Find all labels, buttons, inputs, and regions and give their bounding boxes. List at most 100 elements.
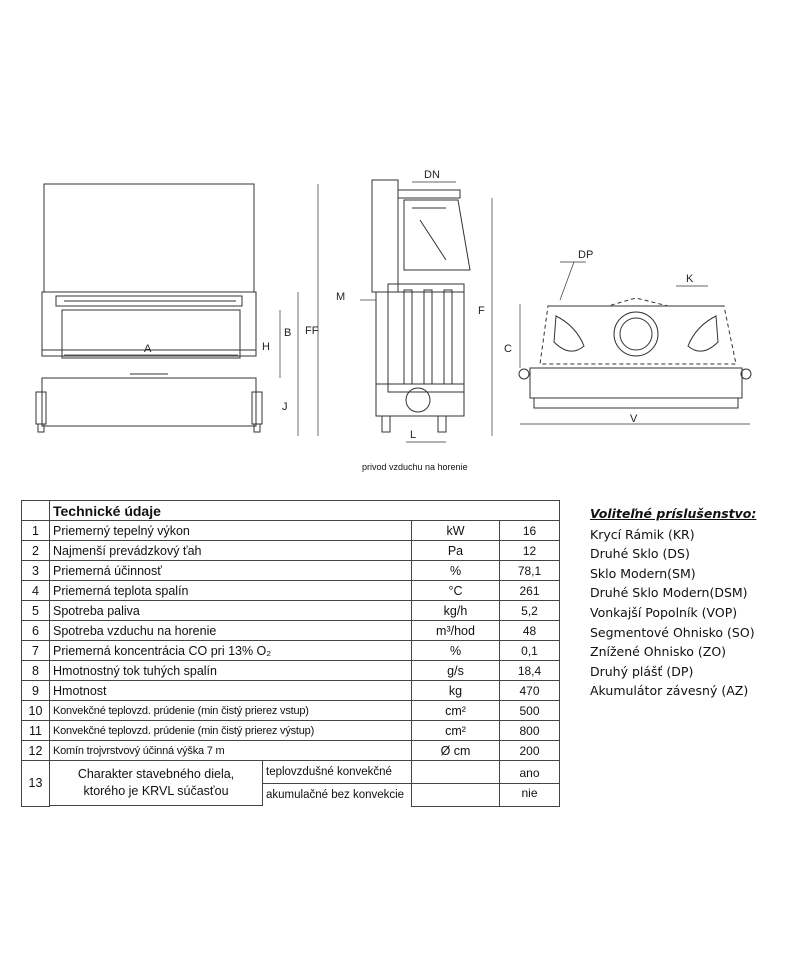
drawing-caption: privod vzduchu na horenie [362,462,468,472]
accessory-item: Vonkajší Popolník (VOP) [590,604,738,620]
row-number: 11 [21,720,50,741]
dim-label-l: L [410,429,416,441]
accessory-item: Akumulátor závesný (AZ) [590,683,749,699]
table-header-row: Technické údaje [21,500,560,521]
row-value: 78,1 [499,560,560,581]
row-unit: Ø cm [411,740,500,761]
row-number: 3 [21,560,50,581]
accessory-item: Druhý plášť (DP) [590,663,694,679]
row-label: Konvekčné teplovzd. prúdenie (min čistý … [49,700,412,721]
row-number: 9 [21,680,50,701]
row-label: Spotreba vzduchu na horenie [49,620,412,641]
row-value: 12 [499,540,560,561]
row-number: 4 [21,580,50,601]
row-value: 261 [499,580,560,601]
value-convection: ano [500,763,559,785]
accessory-item: Znížené Ohnisko (ZO) [590,644,727,660]
row-number: 5 [21,600,50,621]
accessories-title: Voliteľné príslušenstvo: [590,506,757,521]
row-number: 6 [21,620,50,641]
row-unit: % [411,640,500,661]
option-accumulation: akumulačné bez konvekcie [262,782,411,806]
table-row-13: 13 Charakter stavebného diela, ktorého j… [21,760,560,807]
dim-label-v: V [630,413,638,425]
dim-label-h: H [262,341,270,353]
dim-label-k: K [686,273,694,285]
dim-label-dn: DN [424,169,440,181]
technical-drawing: A H B FF J DN M F L DP K C V [35,169,752,443]
row-value: 800 [499,720,560,741]
row-value: 48 [499,620,560,641]
row-label: Najmenší prevádzkový ťah [49,540,412,561]
accessory-item: Sklo Modern(SM) [590,565,696,581]
row-label: Spotreba paliva [49,600,412,621]
row-number: 2 [21,540,50,561]
row-label: Priemerná koncentrácia CO pri 13% O₂ [49,640,412,661]
accessory-item: Krycí Rámik (KR) [590,526,695,542]
row-unit: cm² [411,700,500,721]
row-value: 470 [499,680,560,701]
dim-label-j: J [282,401,288,413]
row-number: 8 [21,660,50,681]
table-title: Technické údaje [49,500,560,521]
top-view [518,261,752,425]
dim-label-ff: FF [305,325,319,337]
row-unit: m³/hod [411,620,500,641]
row-label: Hmotnostný tok tuhých spalín [49,660,412,681]
dim-label-b: B [284,327,291,339]
row-number: 7 [21,640,50,661]
row-unit: Pa [411,540,500,561]
building-character-label: Charakter stavebného diela, ktorého je K… [50,761,263,806]
dim-label-dp: DP [578,249,593,261]
dim-label-c: C [504,343,512,355]
row-label: Priemerná účinnosť [49,560,412,581]
row-value: 5,2 [499,600,560,621]
row-unit: °C [411,580,500,601]
value-accumulation: nie [521,786,538,801]
row-value: 0,1 [499,640,560,661]
row-number: 13 [21,760,50,807]
row-label: Hmotnost [49,680,412,701]
row-unit: kW [411,520,500,541]
row-label: Komín trojvrstvový účinná výška 7 m [49,740,412,761]
accessory-item: Druhé Sklo (DS) [590,546,690,562]
front-view [35,183,319,436]
option-convection: teplovzdušné konvekčné [262,761,411,784]
row-label: Konvekčné teplovzd. prúdenie (min čistý … [49,720,412,741]
row-value: 500 [499,700,560,721]
accessories-list: Voliteľné príslušenstvo: Krycí Rámik (KR… [590,504,756,701]
dim-label-f: F [478,305,485,317]
row-value: 16 [499,520,560,541]
dim-label-a: A [144,343,152,355]
row-unit: % [411,560,500,581]
row-value: 200 [499,740,560,761]
row-unit: kg/h [411,600,500,621]
row-unit: g/s [411,660,500,681]
row-number: 1 [21,520,50,541]
row-number: 12 [21,740,50,761]
accessory-item: Druhé Sklo Modern(DSM) [590,585,748,601]
row-unit: cm² [411,720,500,741]
side-view [360,179,493,443]
row-label: Priemerná teplota spalín [49,580,412,601]
accessory-item: Segmentové Ohnisko (SO) [590,624,755,640]
row-label: Priemerný tepelný výkon [49,520,412,541]
dim-label-m: M [336,291,345,303]
row-number: 10 [21,700,50,721]
row-unit: kg [411,680,500,701]
row-value: 18,4 [499,660,560,681]
